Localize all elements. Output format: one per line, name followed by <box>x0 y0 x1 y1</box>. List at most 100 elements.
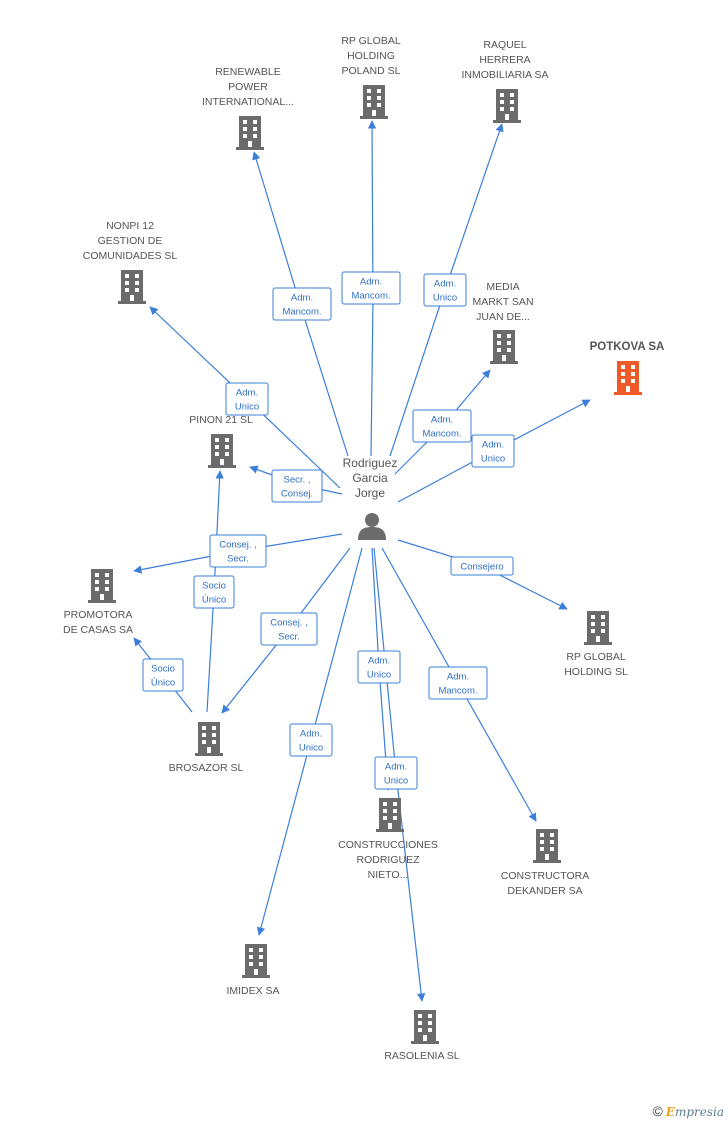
edge-label-text: Mancom. <box>351 291 390 302</box>
company-node-potkova[interactable]: POTKOVA SA <box>590 341 665 395</box>
company-name: MEDIA <box>486 281 519 293</box>
edge-label-text: Consej. , <box>270 618 308 629</box>
building-icon <box>533 829 561 863</box>
building-icon <box>584 611 612 645</box>
building-icon <box>118 270 146 304</box>
building-icon <box>208 434 236 468</box>
building-icon <box>242 944 270 978</box>
edge-label-text: Consej. <box>281 489 313 500</box>
edge-label-pinon[interactable]: Secr. , Consej. <box>271 469 323 503</box>
edge-label-text: Adm. <box>431 415 453 426</box>
company-name: NONPI 12 <box>106 220 154 232</box>
edge-label-text: Adm. <box>385 762 407 773</box>
person-name: Rodriguez <box>343 456 398 470</box>
company-name: RP GLOBAL <box>566 651 625 663</box>
edge-label-brosazor[interactable]: Consej. , Secr. <box>260 612 318 646</box>
company-name: NIETO... <box>368 869 409 881</box>
company-node-brosazor[interactable]: BROSAZOR SL <box>169 722 244 774</box>
copyright-icon: © <box>652 1103 663 1119</box>
company-name: BROSAZOR SL <box>169 762 244 774</box>
company-name: COMUNIDADES SL <box>83 250 178 262</box>
edge-label-text: Adm. <box>300 729 322 740</box>
edge-label-text: Adm. <box>236 388 258 399</box>
company-node-rp-global[interactable]: RP GLOBAL HOLDING SL <box>564 611 628 678</box>
edge-label-rasolenia[interactable]: Adm.Unico <box>374 756 418 790</box>
company-name: HERRERA <box>479 54 530 66</box>
edge-label-text: Unico <box>235 402 259 413</box>
edge-label-text: Adm. <box>368 656 390 667</box>
edge-label-text: Adm. <box>482 440 504 451</box>
edge-label-text: Secr. <box>227 554 249 565</box>
company-name: RASOLENIA SL <box>384 1050 459 1062</box>
company-name: RP GLOBAL <box>341 35 400 47</box>
building-icon <box>614 361 642 395</box>
edge-label-nonpi[interactable]: Adm. Unico <box>225 382 269 416</box>
edge-label-text: Secr. <box>278 632 300 643</box>
edge-label-rp-poland[interactable]: Adm. Mancom. <box>341 271 401 305</box>
edge-label-text: Único <box>202 595 226 606</box>
edge-label-text: Adm. <box>447 672 469 683</box>
edge-label-constructora[interactable]: Adm.Mancom. <box>428 666 488 700</box>
company-name: DEKANDER SA <box>507 885 582 897</box>
edge-label-text: Unico <box>299 743 323 754</box>
company-node-media[interactable]: MEDIA MARKT SAN JUAN DE... <box>472 281 534 364</box>
building-icon <box>490 330 518 364</box>
company-name: RENEWABLE <box>215 66 281 78</box>
footer-brand: ©Empresia <box>652 1103 724 1119</box>
company-node-imidex[interactable]: IMIDEX SA <box>226 944 280 997</box>
edge-label-raquel[interactable]: Adm. Unico <box>423 273 467 307</box>
company-name: POWER <box>228 81 268 93</box>
company-node-rasolenia[interactable]: RASOLENIA SL <box>384 1010 460 1062</box>
company-node-construcciones[interactable]: CONSTRUCCIONESRODRIGUEZNIETO... <box>338 798 438 881</box>
company-name: JUAN DE... <box>476 311 530 323</box>
company-name: CONSTRUCCIONES <box>338 839 438 851</box>
company-name: DE CASAS SA <box>63 624 133 636</box>
building-icon <box>493 89 521 123</box>
edge-label-text: Consejero <box>460 562 503 573</box>
company-name: HOLDING SL <box>564 666 628 678</box>
company-name: HOLDING <box>347 50 395 62</box>
company-node-rp-poland[interactable]: RP GLOBAL HOLDING POLAND SL <box>341 35 401 119</box>
edge-label-text: Adm. <box>291 293 313 304</box>
company-name: CONSTRUCTORA <box>501 870 589 882</box>
company-name: INMOBILIARIA SA <box>462 69 549 81</box>
edge-label-media[interactable]: Adm. Mancom. <box>412 409 472 443</box>
person-name: Garcia <box>352 471 388 485</box>
edge-label-promotora[interactable]: Consej. ,Secr. <box>209 534 267 568</box>
company-name: PINON 21 SL <box>189 414 253 426</box>
building-icon <box>195 722 223 756</box>
company-name: INTERNATIONAL... <box>202 96 294 108</box>
edge-label-rp-global[interactable]: Consejero <box>450 556 514 576</box>
company-name: GESTION DE <box>98 235 163 247</box>
edge-label-text: Unico <box>367 670 391 681</box>
company-name: POLAND SL <box>342 65 401 77</box>
edge-label-renewable[interactable]: Adm.Mancom. <box>272 287 332 321</box>
edge-label-text: Secr. , <box>284 475 311 486</box>
company-name: POTKOVA SA <box>590 341 665 353</box>
building-icon <box>88 569 116 603</box>
building-icon <box>376 798 404 832</box>
building-icon <box>411 1010 439 1044</box>
edge-label-text: Adm. <box>360 277 382 288</box>
edge-label-potkova[interactable]: Adm. Unico <box>471 434 515 468</box>
company-node-pinon[interactable]: PINON 21 SL <box>189 414 253 468</box>
company-node-renewable[interactable]: RENEWABLE POWER INTERNATIONAL... <box>202 66 294 150</box>
company-node-constructora[interactable]: CONSTRUCTORA DEKANDER SA <box>501 829 589 897</box>
edge-label-text: Adm. <box>434 279 456 290</box>
edge-label-text: Unico <box>433 293 457 304</box>
company-node-nonpi[interactable]: NONPI 12 GESTION DE COMUNIDADES SL <box>83 220 178 304</box>
brand-logo-letter: E <box>665 1105 675 1119</box>
edge-label-text: Unico <box>481 454 505 465</box>
edge-label-construcciones[interactable]: Adm. Unico <box>357 650 401 684</box>
edge-label-imidex[interactable]: Adm. Unico <box>289 723 333 757</box>
company-name: MARKT SAN <box>472 296 533 308</box>
building-icon <box>236 116 264 150</box>
edge-label-text: Mancom. <box>422 429 461 440</box>
brand-logo-text: mpresia <box>674 1105 724 1119</box>
